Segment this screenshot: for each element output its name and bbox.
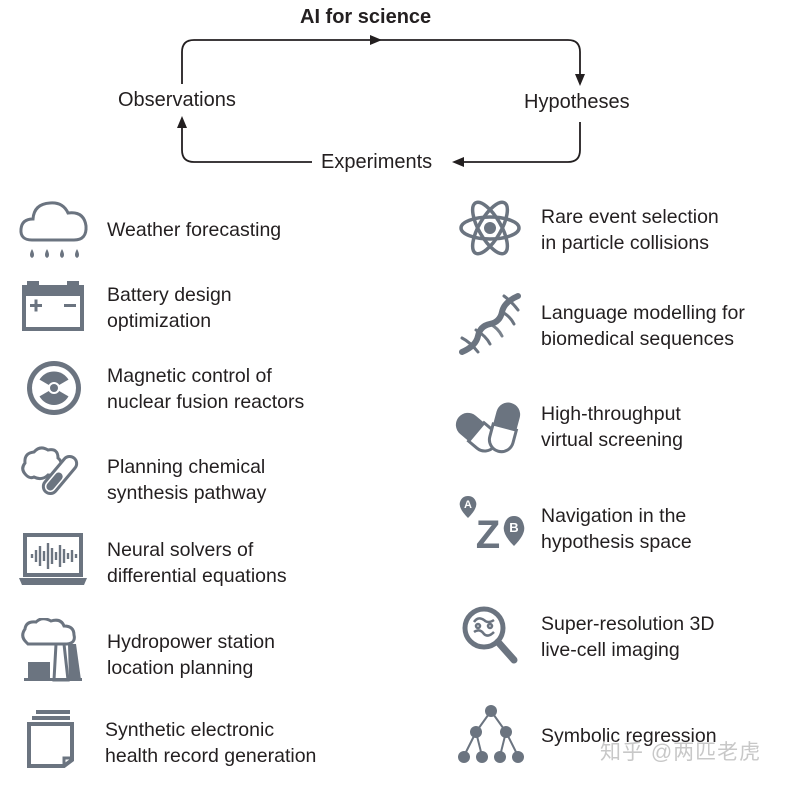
item-label: Super-resolution 3D [541,613,715,635]
letter-b: B [509,520,518,535]
right-item-1: Rare event selection in particle collisi… [541,204,719,256]
arrow-head-bottom [452,157,464,167]
left-item-6: Hydropower station location planning [107,629,275,681]
document-stack-icon [27,710,74,768]
factory-smoke-icon [21,618,82,682]
left-item-5: Neural solvers of differential equations [107,537,287,589]
item-label-2: synthesis pathway [107,482,267,504]
item-label: Weather forecasting [107,219,282,241]
arrow-head-right [575,74,585,86]
item-label-2: location planning [107,657,254,679]
item-label: Planning chemical [107,456,266,478]
laptop-waveform-icon [19,533,87,585]
item-label: Synthetic electronic [105,719,275,741]
item-label: Hydropower station [107,631,275,653]
radiation-icon [27,361,81,415]
observations-label: Observations [118,89,236,111]
left-item-7: Synthetic electronic health record gener… [105,717,316,769]
right-item-6: Symbolic regression [541,723,717,749]
item-label-2: optimization [107,310,212,332]
arrow-head-left [177,116,187,128]
chemistry-test-tube-icon [21,446,79,495]
magnifier-cell-icon [462,606,518,664]
arrow-head-top [370,35,382,45]
item-label-2: in particle collisions [541,232,709,254]
item-label: High-throughput [541,403,681,425]
letter-z: Z [476,513,500,554]
hypotheses-label: Hypotheses [524,91,630,113]
battery-icon [22,281,84,331]
cycle-arrows [177,35,585,167]
item-label-2: hypothesis space [541,531,692,553]
item-label-2: live-cell imaging [541,639,680,661]
item-label-2: differential equations [107,565,287,587]
right-item-2: Language modelling for biomedical sequen… [541,300,745,352]
left-item-1: Weather forecasting [107,217,281,243]
item-label-2: nuclear fusion reactors [107,391,305,413]
item-label-2: health record generation [105,745,317,767]
experiments-label: Experiments [321,151,433,173]
diagram-title: AI for science [300,6,432,28]
left-item-3: Magnetic control of nuclear fusion react… [107,363,304,415]
a-z-b-navigation-icon: A Z B [459,496,525,554]
right-item-4: Navigation in the hypothesis space [541,503,692,555]
left-item-4: Planning chemical synthesis pathway [107,454,266,506]
tree-network-icon [458,705,524,763]
watermark: 知乎 @两匹老虎 [600,741,762,764]
left-item-2: Battery design optimization [107,282,232,334]
item-label: Rare event selection [541,206,719,228]
item-label: Neural solvers of [107,539,254,561]
item-label: Navigation in the [541,505,687,527]
item-label: Magnetic control of [107,365,272,387]
letter-a: A [464,499,472,511]
weather-cloud-rain-icon [19,201,88,258]
pills-icon [455,402,521,454]
right-item-3: High-throughput virtual screening [541,401,683,453]
atom-icon [459,200,521,256]
item-label-2: biomedical sequences [541,328,734,350]
dna-icon [459,293,521,355]
item-label: Battery design [107,284,232,306]
right-item-5: Super-resolution 3D live-cell imaging [541,611,714,663]
item-label: Symbolic regression [541,725,717,747]
item-label-2: virtual screening [541,429,683,451]
item-label: Language modelling for [541,302,745,324]
